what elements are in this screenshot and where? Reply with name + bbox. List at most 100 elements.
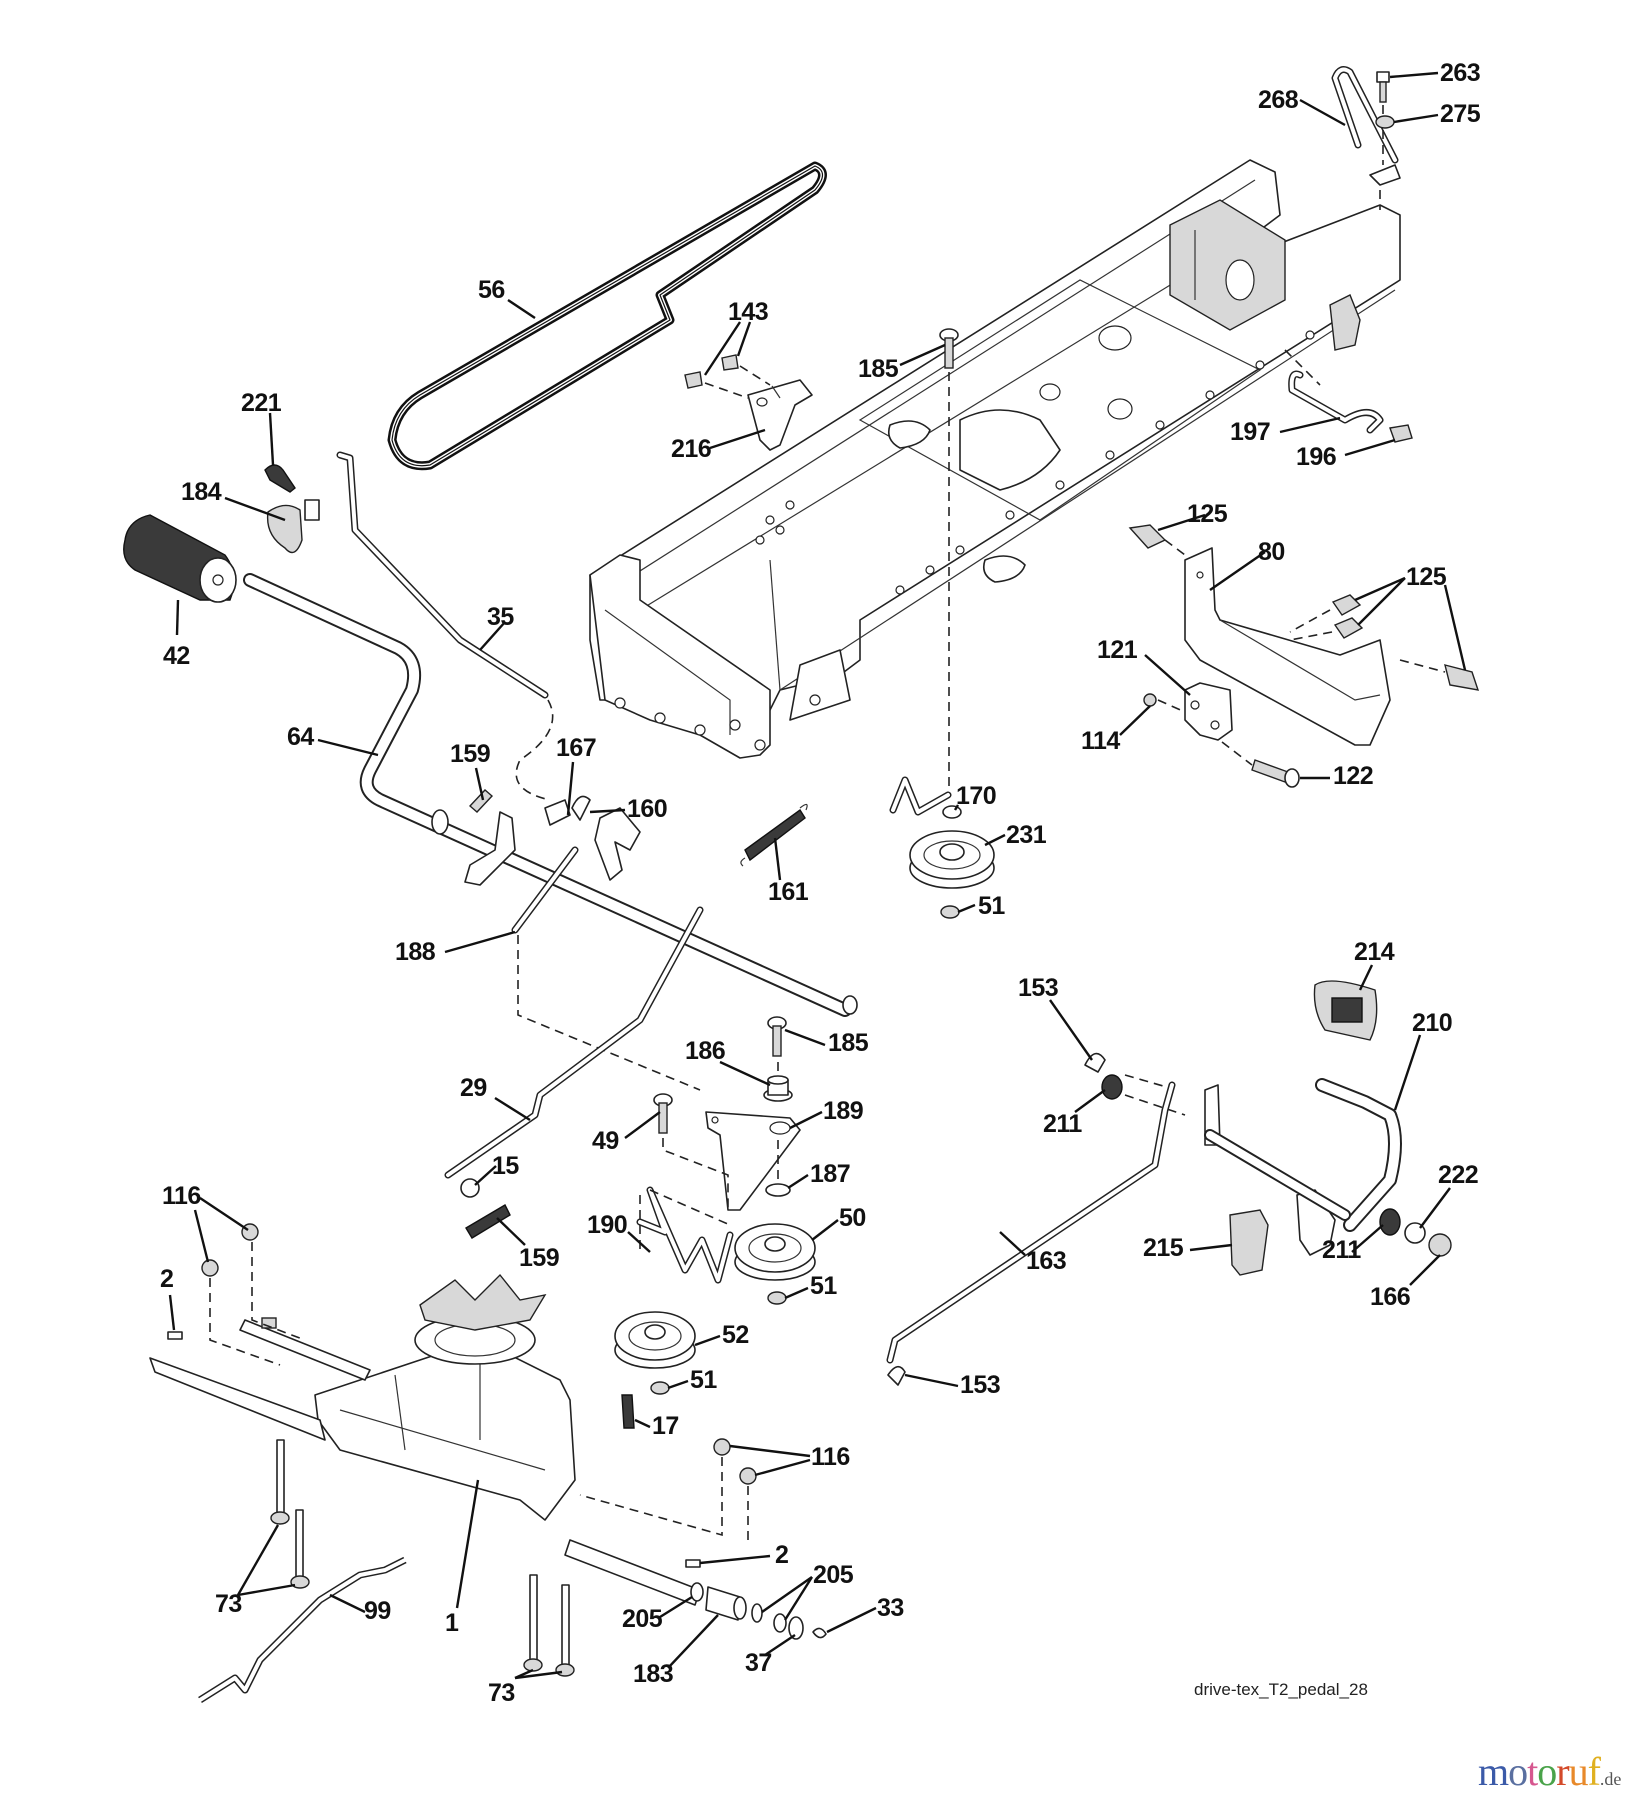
callout-rod-99[interactable]: 99 [364,1597,391,1625]
screw-263 [1376,71,1390,103]
leader-line-161 [773,837,782,881]
callout-pedal-pad-214[interactable]: 214 [1354,938,1395,966]
nuts-116-right [713,1438,757,1485]
callout-bolt-49[interactable]: 49 [592,1127,619,1155]
leader-line-64 [317,738,379,757]
rod-163 [886,1081,1176,1364]
logo-letter: m [1478,1749,1509,1794]
callout-rod-197[interactable]: 197 [1230,418,1271,446]
leader-line-116 [199,1197,249,1231]
callout-rod-35[interactable]: 35 [487,603,515,631]
callout-pulley-50[interactable]: 50 [839,1204,866,1232]
callout-washer-187[interactable]: 187 [810,1160,851,1188]
callout-bracket-121[interactable]: 121 [1097,636,1138,664]
callout-rod-163[interactable]: 163 [1026,1247,1067,1275]
callout-bolt-196[interactable]: 196 [1296,443,1337,471]
leader-line-159 [474,767,485,801]
callout-nut-51[interactable]: 51 [978,892,1006,920]
callout-nut-51[interactable]: 51 [690,1366,718,1394]
callout-rod-268[interactable]: 268 [1258,86,1299,114]
callout-pad-215[interactable]: 215 [1143,1234,1184,1262]
callout-grip-42[interactable]: 42 [163,642,190,670]
callout-retainer-166[interactable]: 166 [1370,1283,1411,1311]
chassis-frame [589,159,1401,759]
callout-rod-29[interactable]: 29 [460,1074,487,1102]
leader-line-121 [1144,654,1191,696]
callout-link-167[interactable]: 167 [556,734,597,762]
callout-idler-arm-189[interactable]: 189 [823,1097,864,1125]
callout-bolt-185[interactable]: 185 [858,355,899,383]
callout-bolts-73[interactable]: 73 [488,1679,515,1707]
callout-washer-37[interactable]: 37 [745,1649,772,1677]
leader-line-15 [474,1165,497,1186]
callout-spring-190[interactable]: 190 [587,1211,628,1239]
callout-screw-263[interactable]: 263 [1440,59,1481,87]
callout-clip-153[interactable]: 153 [1018,974,1059,1002]
bolts-125-right [1331,594,1480,691]
leader-line-221 [268,412,275,466]
callout-spacer-183[interactable]: 183 [633,1660,674,1688]
callout-key-2[interactable]: 2 [160,1265,174,1293]
callout-pulley-52[interactable]: 52 [722,1321,749,1349]
callout-bushing-186[interactable]: 186 [685,1037,726,1065]
leader-line-205 [783,1576,814,1621]
callout-bolt-159[interactable]: 159 [519,1244,560,1272]
leader-line-214 [1358,964,1374,991]
leader-line-160 [589,808,626,814]
nut-114 [1143,693,1157,707]
callout-nuts-116[interactable]: 116 [162,1182,201,1210]
callout-bolt-185[interactable]: 185 [828,1029,869,1057]
motoruf-logo[interactable]: motoruf.de [1478,1748,1621,1795]
callout-clip-153[interactable]: 153 [960,1371,1001,1399]
leader-line-166 [1409,1254,1441,1286]
callout-bracket-216[interactable]: 216 [671,435,712,463]
bolt-159-bottom [465,1204,511,1239]
leader-line-197 [1279,416,1341,434]
callout-washer-15[interactable]: 15 [492,1152,520,1180]
shift-lever-64 [243,573,858,1017]
callout-transaxle-1[interactable]: 1 [445,1609,460,1637]
callout-ring-33[interactable]: 33 [877,1594,904,1622]
callout-idler-pulley-231[interactable]: 231 [1006,821,1047,849]
leader-line-99 [329,1593,366,1614]
callout-nut-114[interactable]: 114 [1081,727,1121,755]
callout-pin-159[interactable]: 159 [450,740,491,768]
bolts-73-left [270,1439,310,1589]
callout-bushing-211[interactable]: 211 [1043,1110,1083,1138]
callout-bolts-125[interactable]: 125 [1406,563,1447,591]
callout-bolts-143[interactable]: 143 [728,298,769,326]
callout-key-2[interactable]: 2 [775,1541,789,1569]
callout-bolt-122[interactable]: 122 [1333,762,1374,790]
guard-80 [1184,547,1391,746]
callout-bushing-211[interactable]: 211 [1322,1236,1362,1264]
callout-bolts-73[interactable]: 73 [215,1590,242,1618]
callout-nut-51[interactable]: 51 [810,1272,838,1300]
leader-line-1 [455,1479,480,1609]
callout-pedal-210[interactable]: 210 [1412,1009,1453,1037]
callout-shift-lever-64[interactable]: 64 [287,723,315,751]
callout-spring-161[interactable]: 161 [768,878,809,906]
callout-nuts-116[interactable]: 116 [811,1443,850,1471]
callout-washer-222[interactable]: 222 [1438,1161,1479,1189]
nut-51-mid [767,1291,787,1305]
callout-clip-221[interactable]: 221 [241,389,282,417]
callout-clip-160[interactable]: 160 [627,795,668,823]
pedal-210 [1204,1078,1402,1256]
callout-knob-184[interactable]: 184 [181,478,222,506]
callout-washer-275[interactable]: 275 [1440,100,1481,128]
callout-guard-80[interactable]: 80 [1258,538,1285,566]
callout-rod-188[interactable]: 188 [395,938,436,966]
callout-drive-belt-56[interactable]: 56 [478,276,505,304]
callout-washer-170[interactable]: 170 [956,782,997,810]
callout-bolt-125[interactable]: 125 [1187,500,1228,528]
callout-labels: 2682632755614318521622118419719612580125… [160,59,1481,1707]
callout-spring-17[interactable]: 17 [652,1412,679,1440]
leader-line-35 [479,621,506,651]
diagram-caption: drive-tex_T2_pedal_28 [1194,1680,1368,1699]
leader-line-73 [236,1524,280,1596]
callout-washers-205[interactable]: 205 [813,1561,854,1589]
leader-line-184 [224,496,286,522]
callout-washer-205[interactable]: 205 [622,1605,663,1633]
leader-line-2 [699,1554,771,1565]
leader-line-49 [624,1111,661,1139]
